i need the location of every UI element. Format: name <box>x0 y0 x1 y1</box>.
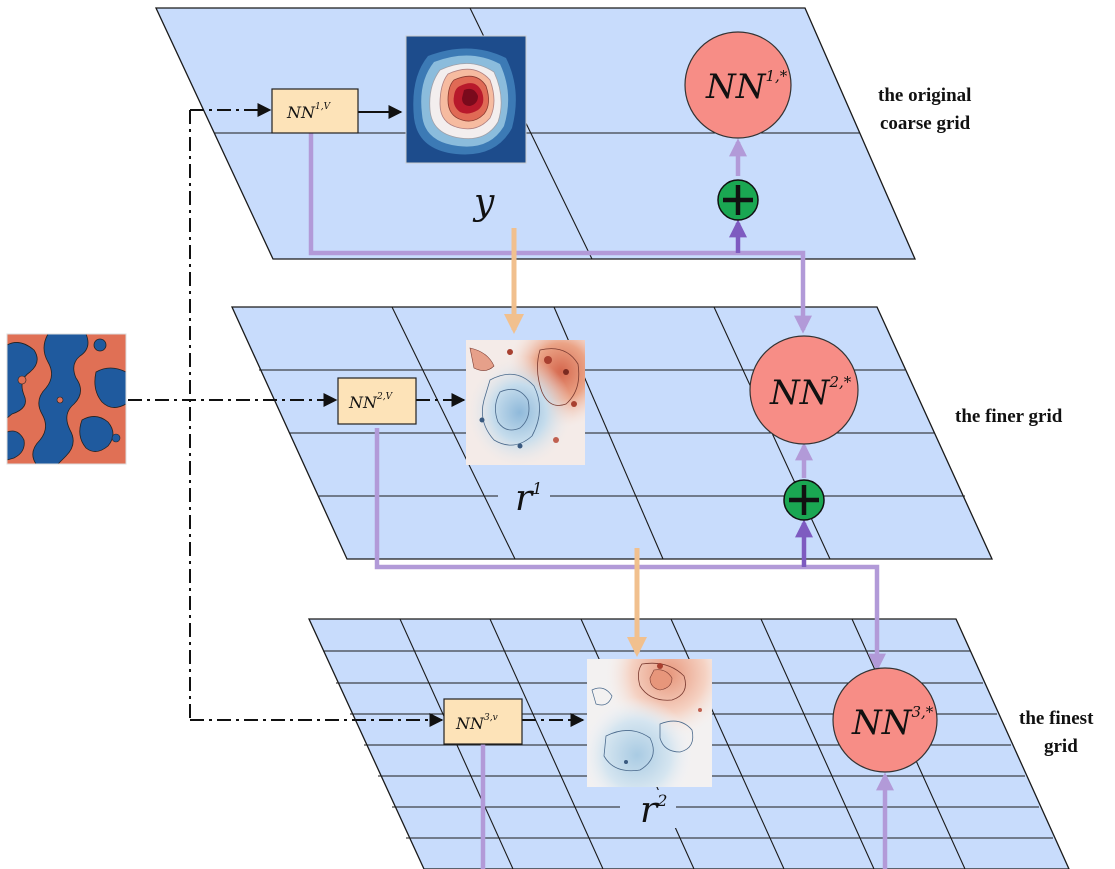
output-node-level-2-label: NN2,* <box>769 373 852 413</box>
output-node-level-3-label: NN3,* <box>851 703 934 743</box>
output-node-level-2: NN2,* <box>749 335 859 445</box>
level-label-coarse: the original coarse grid <box>878 85 971 134</box>
level-label-finer: the finer grid <box>955 406 1063 427</box>
field-heatmap-y <box>405 35 527 164</box>
input-box-level-2-label: NN2,V <box>348 392 394 412</box>
prolongation-arrows <box>504 228 647 657</box>
svg-text:the finer grid: the finer grid <box>955 406 1063 427</box>
permeability-map-image <box>6 333 127 465</box>
residual-flow-paths <box>308 132 894 869</box>
svg-text:coarse grid: coarse grid <box>880 113 971 134</box>
svg-text:the finest: the finest <box>1019 708 1094 729</box>
field-variable-y: y <box>472 182 495 223</box>
field-heatmap-r1 <box>466 340 585 465</box>
input-box-level-1: NN1,V <box>271 88 359 134</box>
input-box-level-2: NN2,V <box>337 377 417 425</box>
input-box-level-3: NN3,v <box>443 698 523 745</box>
coarse-grid-plane <box>154 7 916 260</box>
output-node-level-1: NN1,* <box>684 31 792 139</box>
field-variable-r1: r1 <box>515 478 542 519</box>
input-box-level-1-label: NN1,V <box>286 102 332 122</box>
field-heatmap-r2 <box>587 659 712 787</box>
input-connectors <box>128 103 585 727</box>
svg-text:grid: grid <box>1044 736 1078 757</box>
input-box-level-3-label: NN3,v <box>455 713 498 733</box>
level-label-finest: the finest grid <box>1019 708 1094 757</box>
plus-sum-icon-level-1 <box>717 179 759 221</box>
output-node-level-3: NN3,* <box>832 667 938 773</box>
finer-grid-plane <box>230 306 994 560</box>
output-node-level-1-label: NN1,* <box>705 67 788 107</box>
plus-sum-icon-level-2 <box>783 479 825 521</box>
field-variable-r2: r2 <box>640 790 667 831</box>
svg-text:the original: the original <box>878 85 971 106</box>
